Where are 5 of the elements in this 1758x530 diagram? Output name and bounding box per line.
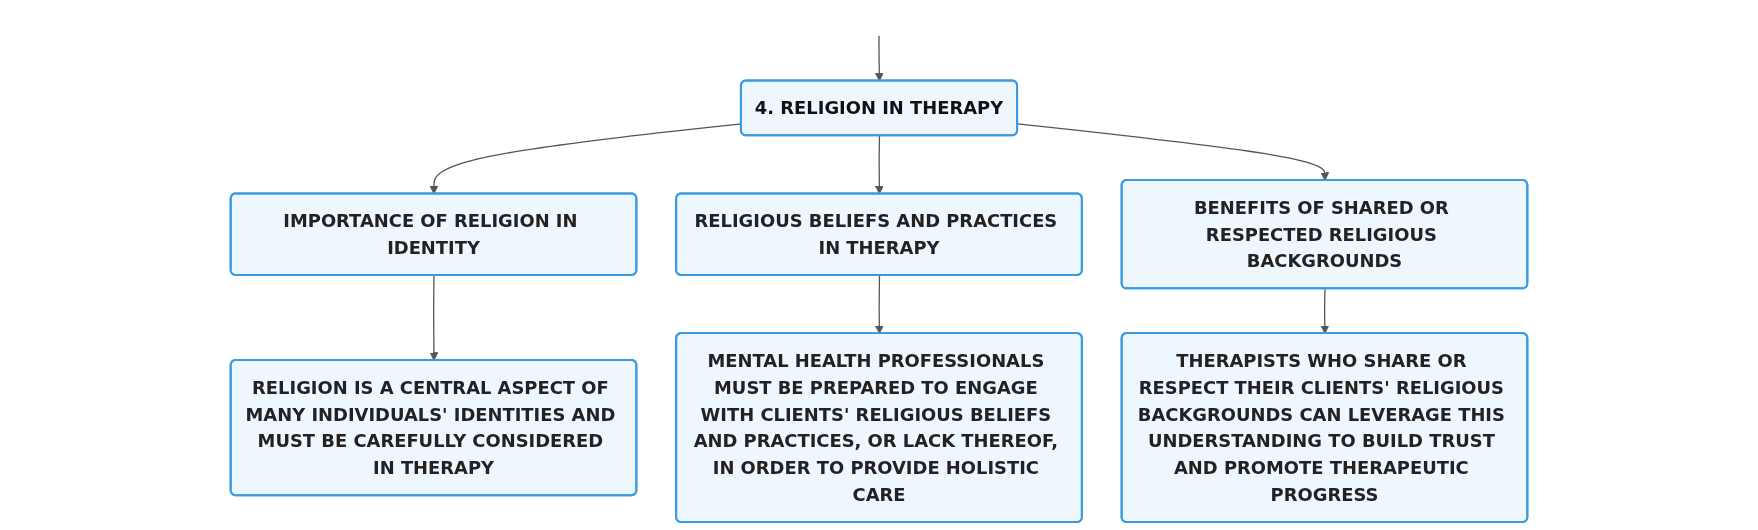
arrow: [874, 35, 884, 82]
arrow: [1320, 288, 1330, 334]
arrow: [429, 274, 439, 361]
arrow: [874, 274, 884, 334]
arrow: [875, 135, 884, 195]
